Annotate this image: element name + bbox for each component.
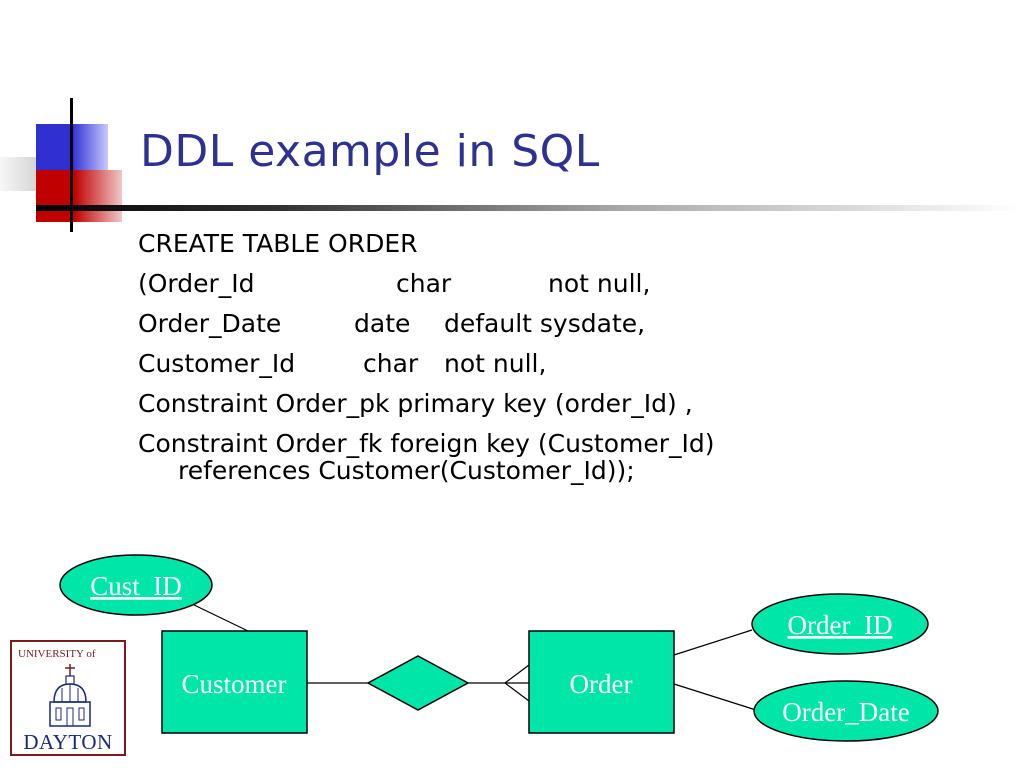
decor-red-square (36, 170, 74, 222)
attribute-cust-id (59, 554, 213, 616)
sql-column-type: char (363, 349, 419, 378)
attribute-order-date (753, 680, 939, 742)
decor-vertical-line (70, 98, 73, 232)
sql-column-type: char (396, 269, 452, 298)
sql-column-name: Customer_Id (138, 349, 296, 378)
sql-line: Constraint Order_pk primary key (order_I… (138, 384, 715, 424)
entity-customer (161, 630, 308, 734)
sql-column-constraint: not null, (548, 269, 651, 298)
sql-code-block: CREATE TABLE ORDER (Order_Id char not nu… (138, 224, 715, 496)
decor-red-gradient (74, 170, 122, 222)
sql-text: references Customer(Customer_Id)); (178, 456, 635, 485)
sql-line: (Order_Id char not null, (138, 264, 715, 304)
connector-line (189, 602, 249, 632)
attribute-order-id (751, 593, 929, 655)
university-logo: UNIVERSITY of DAYTON (10, 640, 126, 756)
logo-top-text: UNIVERSITY of (18, 648, 96, 660)
sql-text: CREATE TABLE ORDER (138, 229, 418, 258)
sql-line: Order_Date date default sysdate, (138, 304, 715, 344)
logo-bottom-text: DAYTON (23, 730, 113, 754)
entity-order (528, 630, 675, 734)
sql-column-name: Order_Date (138, 309, 282, 338)
sql-line: references Customer(Customer_Id)); (138, 456, 715, 496)
entity-label: Order (570, 669, 633, 699)
sql-column-type: date (354, 309, 411, 338)
slide-title: DDL example in SQL (140, 126, 600, 177)
decor-blue-square (36, 124, 74, 170)
sql-column-constraint: default sysdate, (444, 309, 646, 338)
attribute-label: Cust_ID (90, 571, 182, 601)
attribute-label: Order_Date (782, 697, 909, 727)
attribute-label: Order_ID (788, 610, 893, 640)
sql-column-name: (Order_Id (138, 269, 255, 298)
sql-text: Constraint Order_fk foreign key (Custome… (138, 429, 715, 458)
crows-foot-line (504, 664, 530, 684)
title-underline (36, 205, 1024, 211)
chapel-dome-icon (49, 664, 91, 727)
sql-column-constraint: not null, (444, 349, 547, 378)
decor-blue-gradient (74, 124, 108, 170)
relationship-diamond (366, 655, 470, 711)
connector-line (673, 629, 753, 656)
connector-line (673, 683, 757, 711)
sql-text: Constraint Order_pk primary key (order_I… (138, 389, 693, 418)
entity-label: Customer (182, 669, 287, 699)
sql-line: Constraint Order_fk foreign key (Custome… (138, 424, 715, 458)
crows-foot-line (504, 682, 530, 702)
sql-line: CREATE TABLE ORDER (138, 224, 715, 264)
sql-line: Customer_Id char not null, (138, 344, 715, 384)
